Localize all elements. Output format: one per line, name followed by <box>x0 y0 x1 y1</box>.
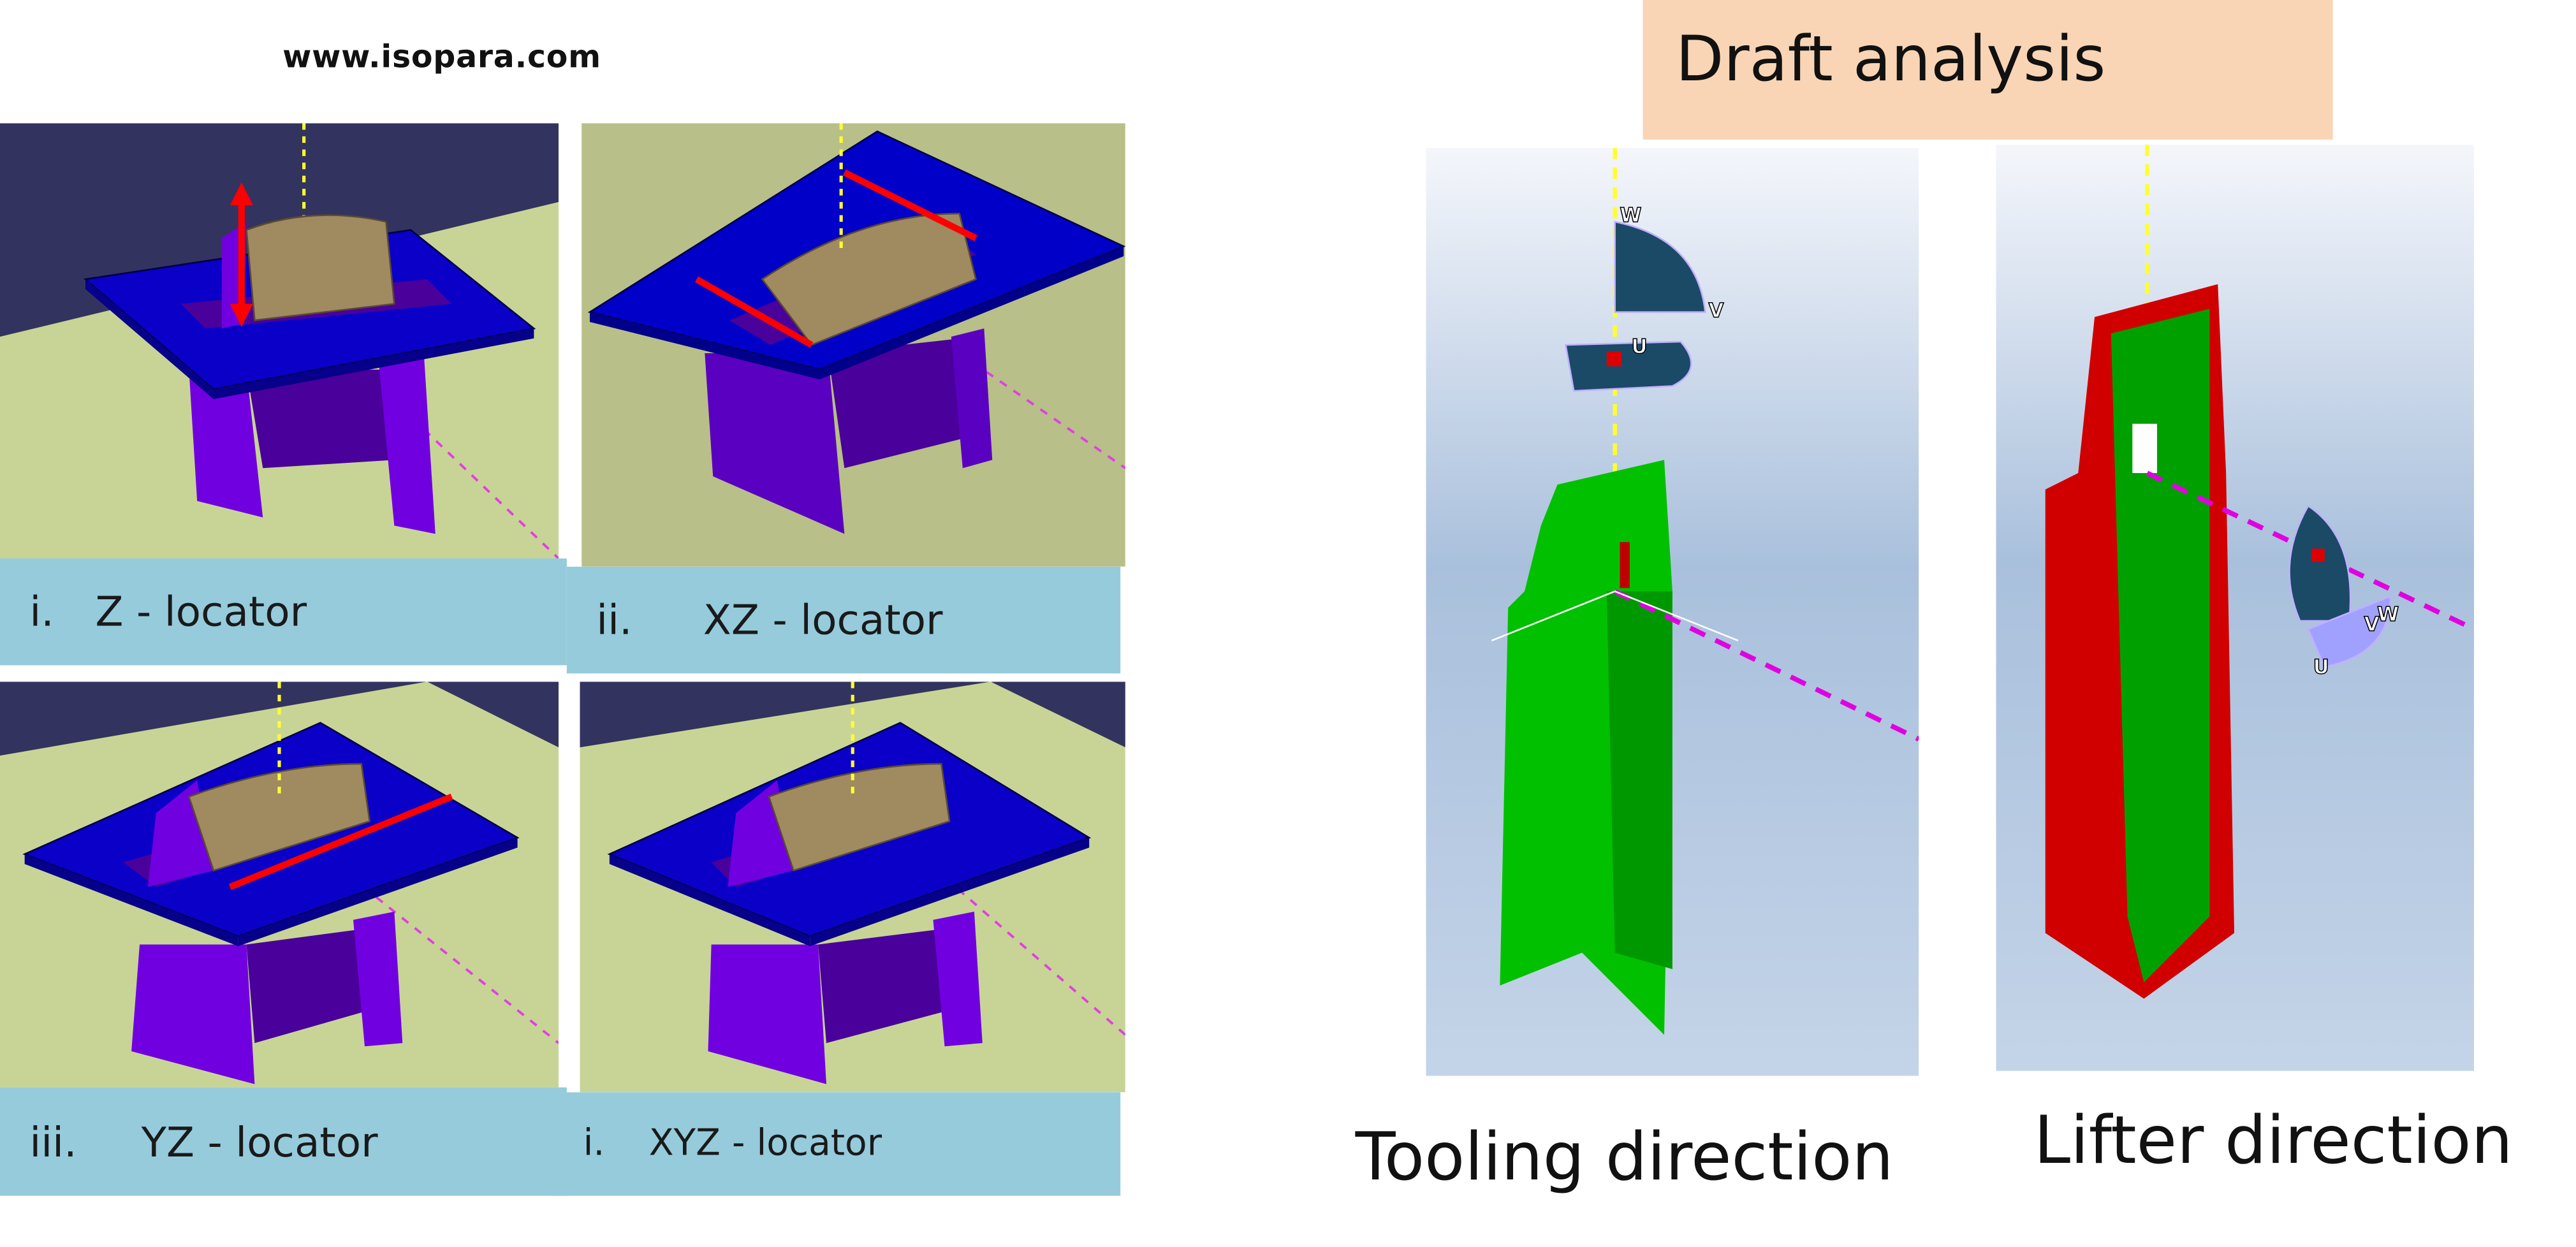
axis-label-w: W <box>1620 204 1641 227</box>
axis-label-v: V <box>2364 613 2380 636</box>
caption-label: YZ - locator <box>141 1118 378 1166</box>
caption-number: iii. <box>29 1118 77 1166</box>
caption-label: Z - locator <box>95 588 307 636</box>
draft-analysis-title: Draft analysis <box>1676 23 2106 96</box>
lifter-direction-caption: Lifter direction <box>2033 1104 2513 1179</box>
axis-label-u: U <box>1631 335 1647 358</box>
caption-number: i. <box>583 1123 605 1165</box>
axis-label-w: W <box>2377 603 2399 626</box>
caption-label: XYZ - locator <box>648 1123 882 1165</box>
lifter-direction-image: W V U <box>1996 144 2475 1071</box>
caption-label: XZ - locator <box>703 596 943 644</box>
caption-yz-locator: iii. YZ - locator <box>0 1087 567 1196</box>
tooling-direction-image: W V U <box>1426 147 1919 1076</box>
z-locator-image <box>0 123 559 559</box>
caption-number: i. <box>29 588 54 636</box>
caption-xyz-locator: i. XYZ - locator <box>553 1092 1121 1196</box>
tooling-direction-caption: Tooling direction <box>1355 1120 1894 1196</box>
xyz-locator-image <box>580 682 1125 1093</box>
draft-analysis-title-box: Draft analysis <box>1643 0 2333 140</box>
yz-locator-image <box>0 682 559 1088</box>
caption-number: ii. <box>596 596 633 644</box>
xz-locator-image <box>582 123 1125 567</box>
caption-z-locator: i. Z - locator <box>0 558 567 666</box>
axis-label-u: U <box>2313 655 2329 678</box>
axis-label-v: V <box>1709 299 1724 322</box>
watermark-url: www.isopara.com <box>282 39 601 76</box>
caption-xz-locator: ii. XZ - locator <box>566 566 1121 674</box>
